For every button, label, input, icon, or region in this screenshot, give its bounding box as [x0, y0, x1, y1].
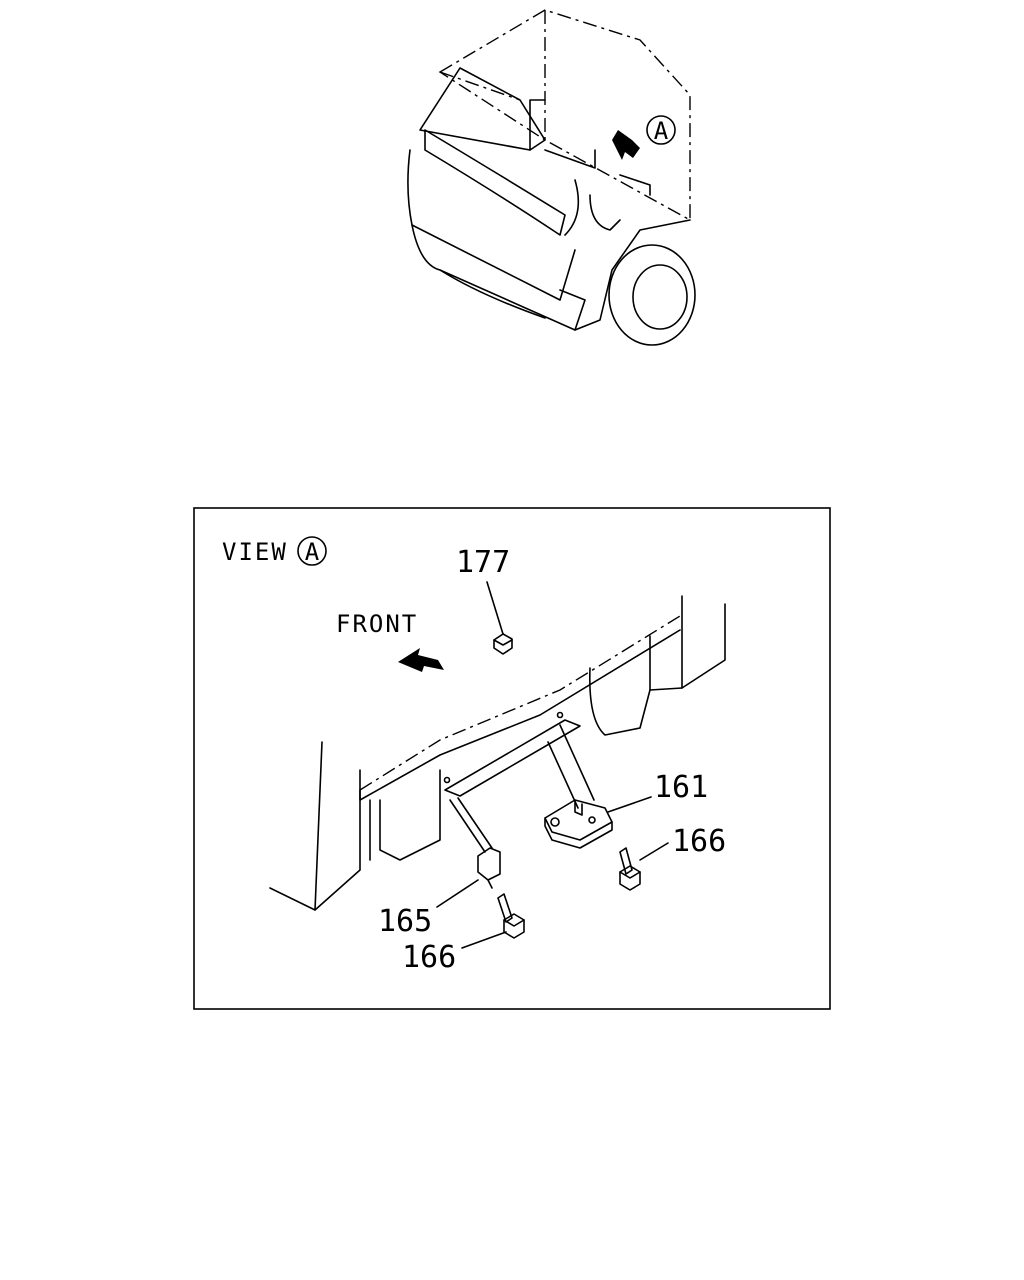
svg-text:A: A — [654, 117, 669, 145]
callout-161: 161 — [654, 770, 708, 805]
front-label: FRONT — [336, 610, 418, 638]
chassis-frame — [269, 595, 726, 911]
callout-166-left: 166 — [402, 940, 456, 975]
view-marker-a-overview: A — [646, 115, 676, 145]
part-166-bolt-right — [619, 847, 641, 891]
front-arrow-icon — [398, 648, 444, 672]
callout-166-right: 166 — [672, 824, 726, 859]
part-161-bracket — [544, 799, 613, 849]
view-marker-a-detail: A — [297, 536, 327, 566]
leader-lines — [436, 581, 669, 949]
part-166-bolt-left — [497, 893, 525, 939]
part-165-bracket — [477, 847, 501, 889]
detail-frame — [193, 507, 831, 1010]
part-177-nut — [493, 633, 513, 655]
svg-text:A: A — [305, 538, 320, 566]
truck-cab-overview: A — [407, 9, 696, 346]
view-label: VIEW — [222, 538, 288, 566]
callout-165: 165 — [378, 904, 432, 939]
callout-177: 177 — [456, 545, 510, 580]
